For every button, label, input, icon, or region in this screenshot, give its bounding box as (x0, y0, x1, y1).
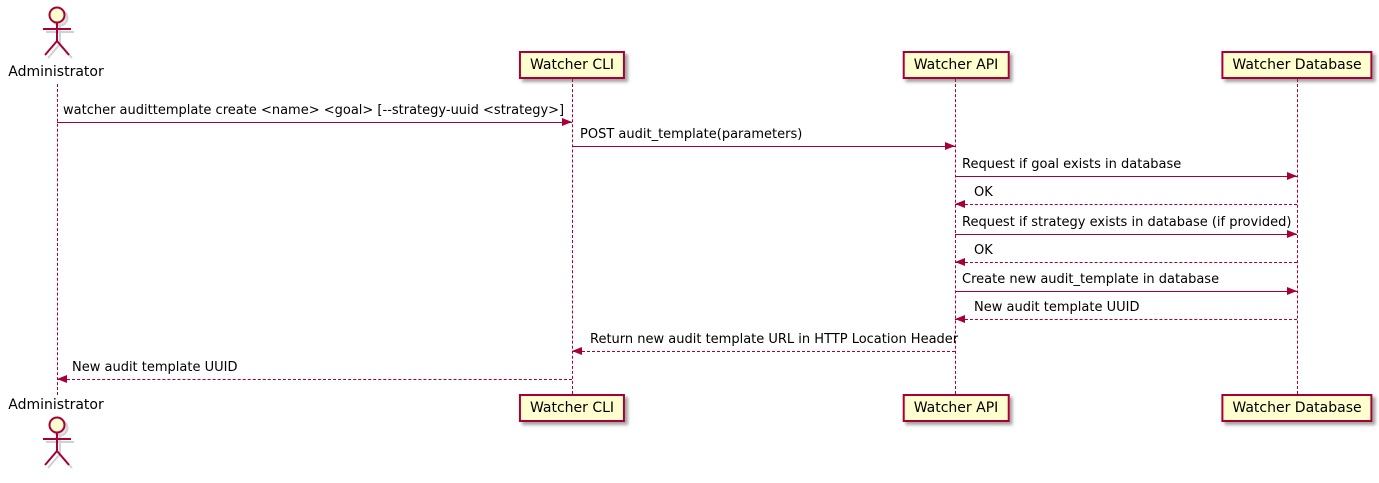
administrator-label-bottom: Administrator (8, 397, 104, 413)
message-1-arrowhead (562, 118, 572, 126)
participant-watcher-database-top: Watcher Database (1221, 51, 1373, 79)
message-9-arrowhead (572, 347, 582, 355)
message-7-arrowhead (1287, 287, 1297, 295)
message-6-label: OK (974, 243, 993, 258)
message-8-arrowhead (955, 315, 965, 323)
message-10-arrowhead (57, 375, 67, 383)
message-8-label: New audit template UUID (974, 300, 1140, 315)
message-1-label: watcher audittemplate create <name> <goa… (63, 103, 565, 118)
message-2-arrowhead (945, 142, 955, 150)
message-9-arrow (572, 351, 955, 352)
message-3-label: Request if goal exists in database (962, 157, 1182, 172)
message-5-label: Request if strategy exists in database (… (962, 215, 1292, 230)
message-9-label: Return new audit template URL in HTTP Lo… (590, 332, 959, 347)
message-3-arrowhead (1287, 172, 1297, 180)
message-3-arrow (955, 176, 1297, 177)
administrator-actor-icon-bottom (43, 416, 74, 469)
message-4-arrow (955, 204, 1297, 205)
message-6-arrow (955, 262, 1297, 263)
administrator-actor-icon (43, 6, 74, 59)
participant-watcher-cli-bottom: Watcher CLI (518, 394, 626, 422)
administrator-label-top: Administrator (8, 64, 104, 80)
message-6-arrowhead (955, 258, 965, 266)
participant-watcher-api-top: Watcher API (902, 51, 1010, 79)
participant-watcher-cli-top: Watcher CLI (518, 51, 626, 79)
message-4-label: OK (974, 185, 993, 200)
message-2-label: POST audit_template(parameters) (580, 127, 803, 142)
lifeline-watcher-database (1297, 79, 1298, 394)
participant-watcher-api-bottom: Watcher API (902, 394, 1010, 422)
message-5-arrow (955, 234, 1297, 235)
message-8-arrow (955, 319, 1297, 320)
participant-watcher-database-bottom: Watcher Database (1221, 394, 1373, 422)
lifeline-watcher-api (955, 79, 956, 394)
message-10-arrow (57, 379, 572, 380)
message-5-arrowhead (1287, 230, 1297, 238)
message-2-arrow (572, 146, 955, 147)
message-10-label: New audit template UUID (72, 360, 238, 375)
lifeline-administrator (57, 84, 58, 395)
message-7-label: Create new audit_template in database (962, 272, 1220, 287)
message-1-arrow (57, 122, 572, 123)
message-4-arrowhead (955, 200, 965, 208)
lifeline-watcher-cli (572, 79, 573, 394)
message-7-arrow (955, 291, 1297, 292)
